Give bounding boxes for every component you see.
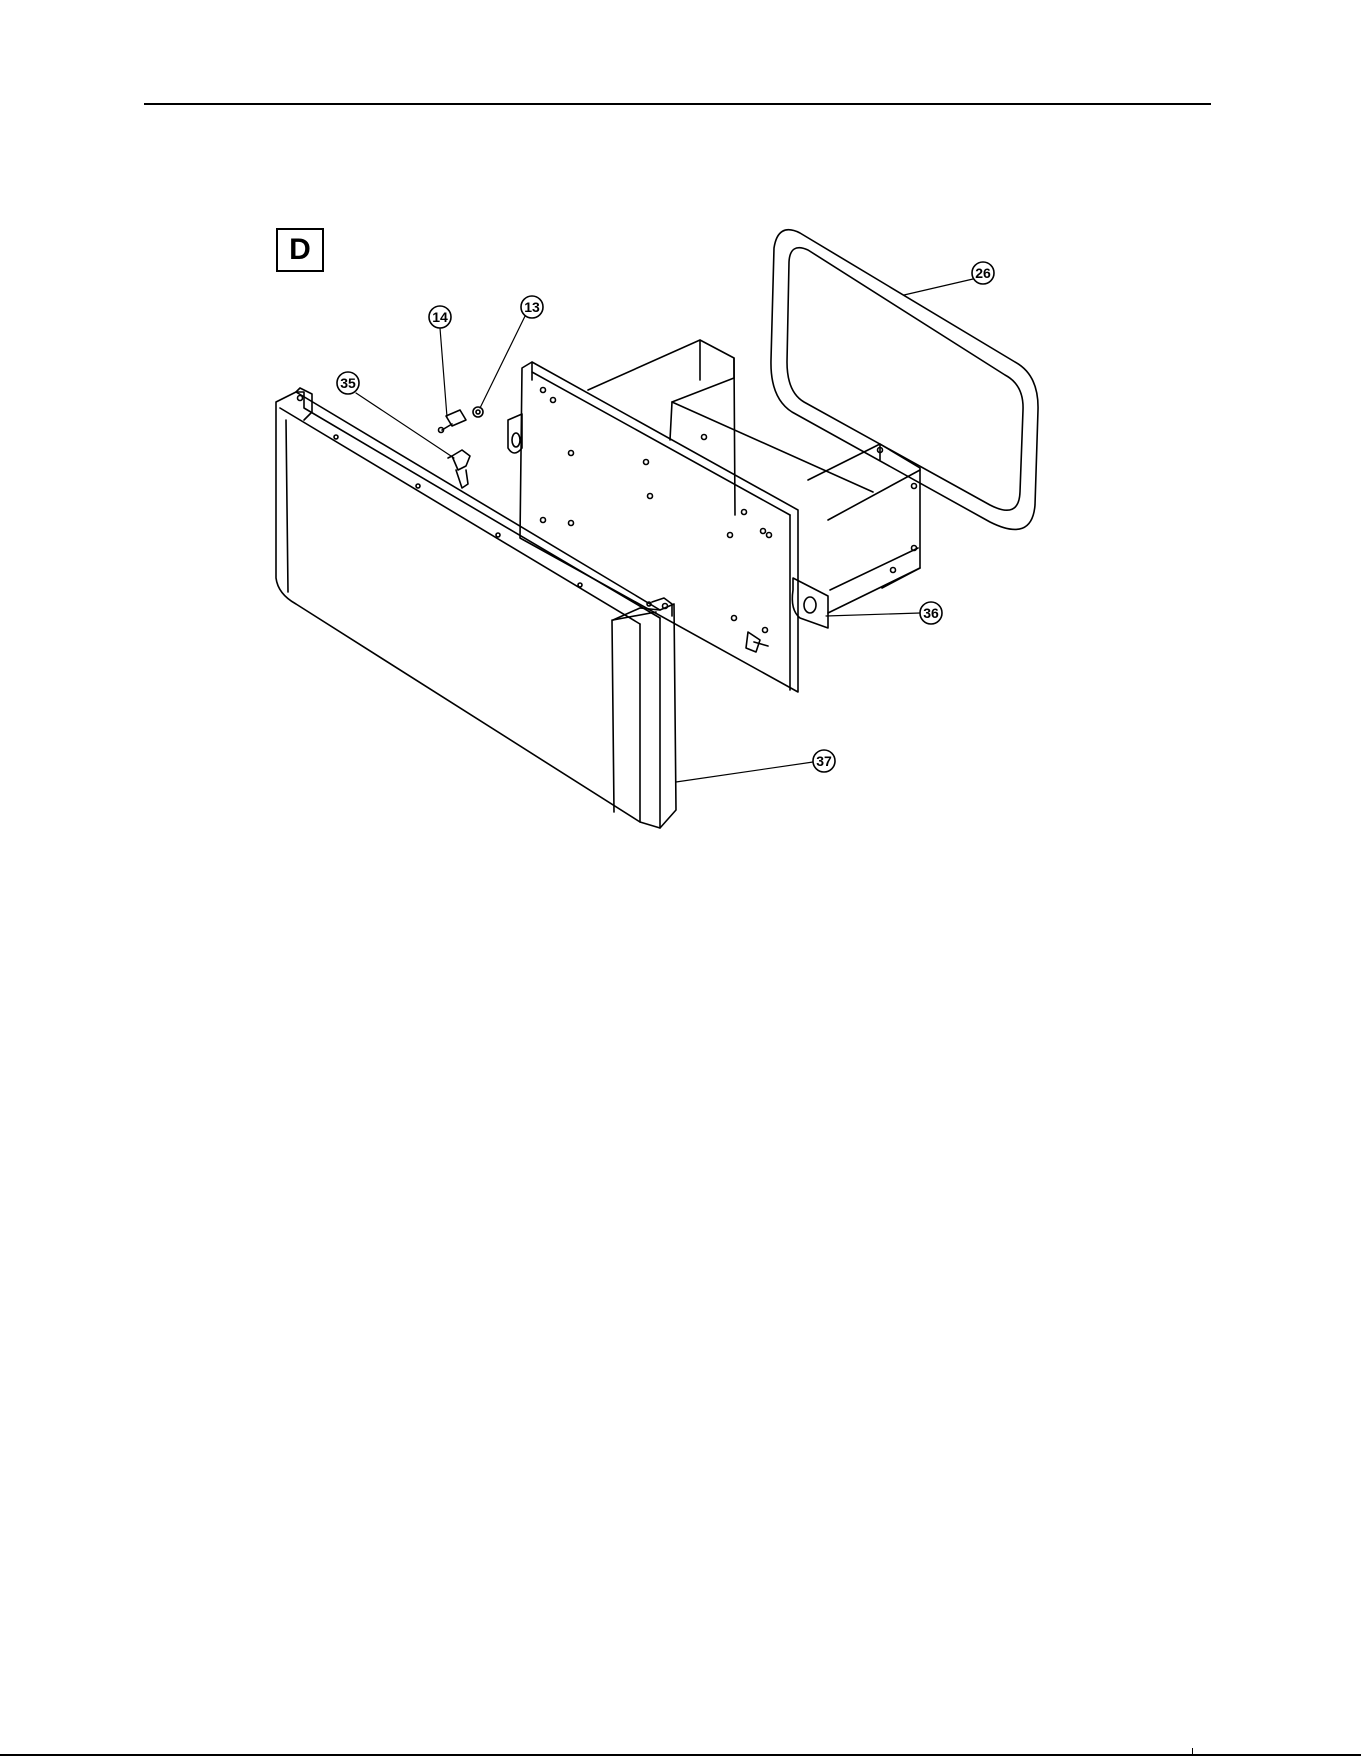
callout-35: 35 xyxy=(337,372,359,394)
front-panel-part xyxy=(276,388,676,828)
callout-26: 26 xyxy=(972,262,994,284)
frame-part xyxy=(771,230,1038,530)
callout-13: 13 xyxy=(521,296,543,318)
callout-14: 14 xyxy=(429,306,451,328)
mounting-plate-part xyxy=(520,362,798,692)
nut-part xyxy=(473,407,483,417)
callout-36-label: 36 xyxy=(923,605,939,621)
callout-13-label: 13 xyxy=(524,299,540,315)
callout-36: 36 xyxy=(920,602,942,624)
callout-37: 37 xyxy=(813,750,835,772)
leader-lines xyxy=(356,279,973,782)
stud-part xyxy=(439,410,467,433)
callout-37-label: 37 xyxy=(816,753,832,769)
callout-35-label: 35 xyxy=(340,375,356,391)
callout-26-label: 26 xyxy=(975,265,991,281)
callout-14-label: 14 xyxy=(432,309,448,325)
